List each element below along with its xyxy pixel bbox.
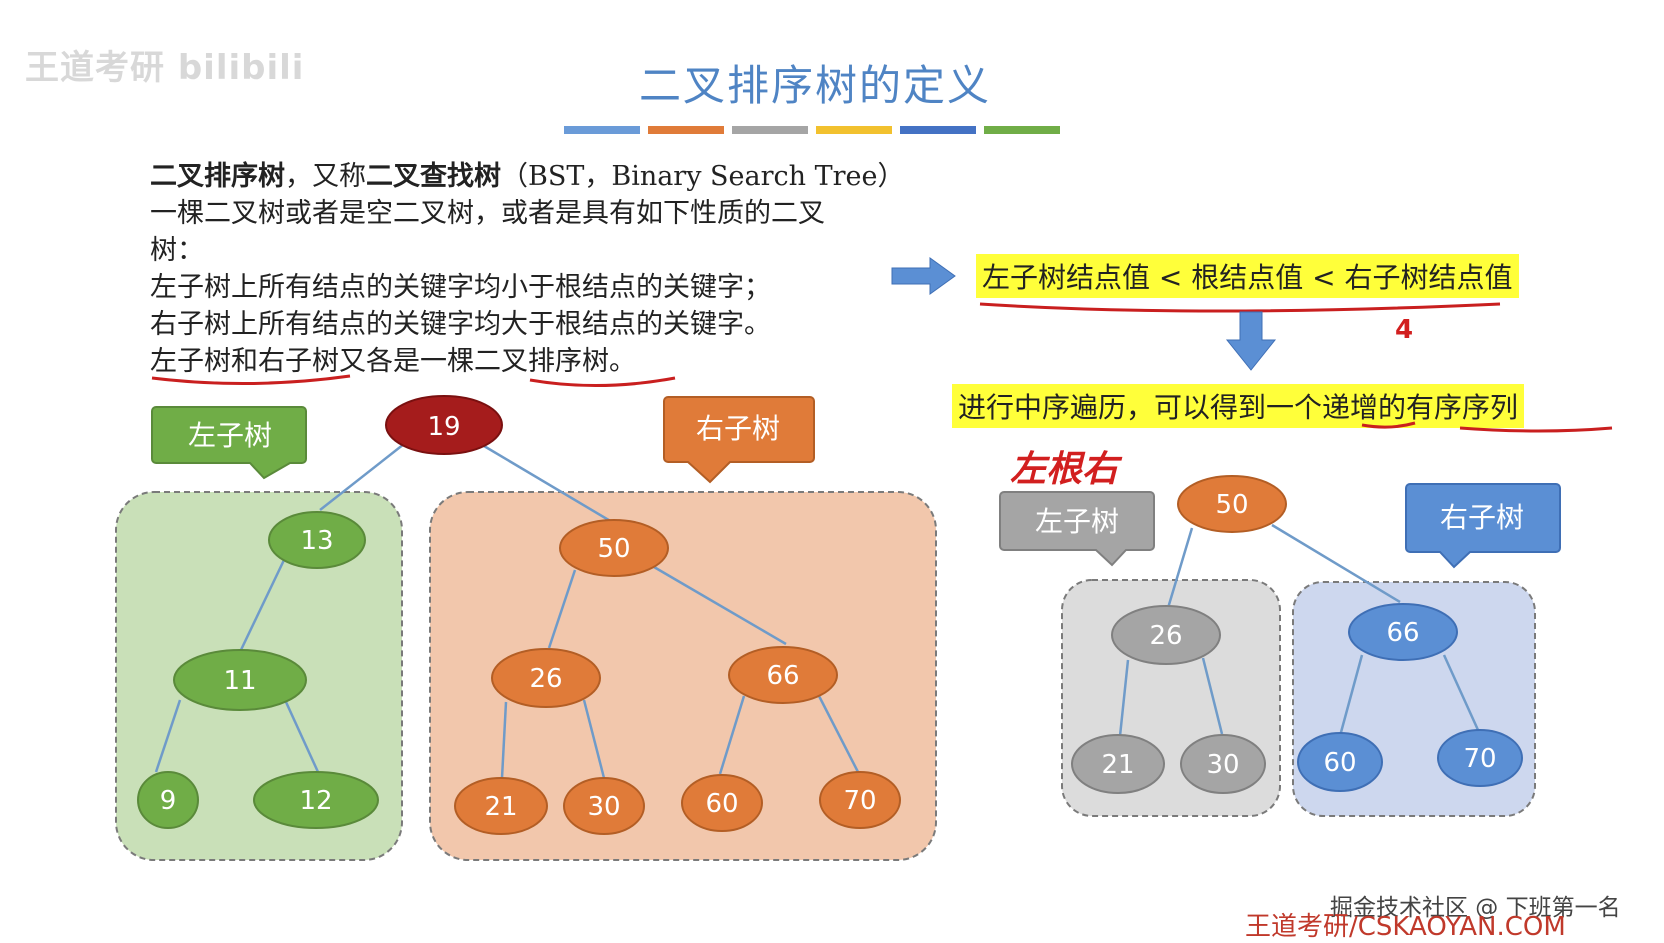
color-bar-segment: [648, 126, 724, 134]
node-label: 60: [1323, 748, 1356, 778]
node-label: 70: [843, 786, 876, 816]
right-arrow-icon: [891, 257, 956, 295]
small-left-subtree-callout-label: 左子树: [1035, 505, 1119, 538]
tree-node: 70: [1437, 729, 1523, 787]
node-label: 50: [1215, 490, 1248, 520]
color-bar-segment: [732, 126, 808, 134]
node-label: 26: [1149, 621, 1182, 651]
right-subtree-callout: 右子树: [663, 396, 815, 484]
slide-title: 二叉排序树的定义: [638, 61, 991, 110]
handwritten-mark: 4: [1395, 315, 1414, 345]
node-label: 13: [300, 526, 333, 556]
node-label: 11: [223, 666, 256, 696]
node-label: 30: [587, 792, 620, 822]
node-label: 50: [597, 534, 630, 564]
node-label: 30: [1206, 750, 1239, 780]
tree-node: 60: [681, 774, 763, 832]
color-bar-segment: [564, 126, 640, 134]
tree-node: 66: [1348, 603, 1458, 661]
left-subtree-callout-label: 左子树: [188, 419, 272, 452]
underline-subtrees: [151, 374, 351, 386]
left-subtree-callout: 左子树: [151, 406, 307, 480]
small-right-subtree-callout-label: 右子树: [1440, 501, 1524, 534]
tree-node: 12: [253, 771, 379, 829]
tree-node: 66: [728, 646, 838, 704]
tree-node: 13: [268, 511, 366, 569]
community-watermark: 掘金技术社区 @ 下班第一名: [1330, 895, 1621, 921]
term-bst: 二叉排序树: [150, 161, 285, 192]
color-bar-segment: [900, 126, 976, 134]
right-subtree-region: [429, 491, 937, 861]
tree-node: 50: [559, 519, 669, 577]
definition-line-3: 树：: [150, 235, 204, 266]
color-bar-segment: [984, 126, 1060, 134]
line1-tail: （BST，Binary Search Tree）: [501, 161, 905, 192]
underline-sequence: [1459, 426, 1613, 433]
node-label: 66: [766, 661, 799, 691]
tree-node: 19: [385, 395, 503, 455]
inequality-highlight: 左子树结点值 < 根结点值 < 右子树结点值: [976, 254, 1519, 298]
small-left-subtree-callout: 左子树: [999, 491, 1155, 567]
site-watermark: 王道考研/CSKAOYAN.COM: [1245, 912, 1566, 942]
left-tree-edges: [154, 443, 860, 779]
underline-increasing: [1361, 421, 1416, 429]
line6-d: 。: [609, 346, 636, 377]
term-search-tree: 二叉查找树: [366, 161, 501, 192]
node-label: 21: [484, 792, 517, 822]
handwritten-order: 左根右: [1010, 449, 1119, 490]
definition-text: 二叉排序树，又称二叉查找树（BST，Binary Search Tree） 一棵…: [150, 158, 950, 380]
node-label: 12: [299, 786, 332, 816]
underline-bst: [529, 376, 676, 388]
line6-a: 左子树和右子树: [150, 346, 339, 377]
definition-line-4: 左子树上所有结点的关键字均小于根结点的关键字；: [150, 272, 771, 303]
tree-node: 30: [563, 777, 645, 835]
node-label: 21: [1101, 750, 1134, 780]
node-label: 66: [1386, 618, 1419, 648]
tree-node: 21: [454, 777, 548, 835]
definition-line-5: 右子树上所有结点的关键字均大于根结点的关键字。: [150, 309, 771, 340]
tree-node: 70: [819, 771, 901, 829]
tree-node: 26: [491, 648, 601, 708]
node-label: 19: [427, 412, 460, 442]
underline-inequality: [979, 302, 1501, 313]
tree-node: 50: [1177, 475, 1287, 533]
line6-c: 二叉排序树: [474, 346, 609, 377]
definition-line-6: 左子树和右子树又各是一棵二叉排序树。: [150, 343, 950, 380]
tree-node: 30: [1180, 734, 1266, 794]
tree-node: 21: [1071, 734, 1165, 794]
down-arrow-icon: [1225, 311, 1277, 371]
definition-line-1: 二叉排序树，又称二叉查找树（BST，Binary Search Tree）: [150, 158, 950, 195]
color-bar-segment: [816, 126, 892, 134]
tree-node: 9: [137, 771, 199, 829]
line6-b: 又各是一棵: [339, 346, 474, 377]
node-label: 70: [1463, 744, 1496, 774]
small-tree-edges: [1118, 523, 1480, 737]
tree-node: 26: [1111, 605, 1221, 665]
tree-node: 60: [1297, 732, 1383, 792]
bilibili-watermark: 王道考研 bilibili: [25, 48, 305, 88]
inorder-highlight: 进行中序遍历，可以得到一个递增的有序序列: [952, 384, 1525, 428]
definition-line-2: 一棵二叉树或者是空二叉树，或者是具有如下性质的二叉: [150, 198, 825, 229]
node-label: 26: [529, 664, 562, 694]
tree-node: 11: [173, 649, 307, 711]
node-label: 9: [160, 786, 177, 816]
node-label: 60: [705, 789, 738, 819]
right-subtree-callout-label: 右子树: [696, 412, 780, 445]
small-right-subtree-callout: 右子树: [1405, 483, 1561, 569]
line1-mid: ，又称: [285, 161, 366, 192]
